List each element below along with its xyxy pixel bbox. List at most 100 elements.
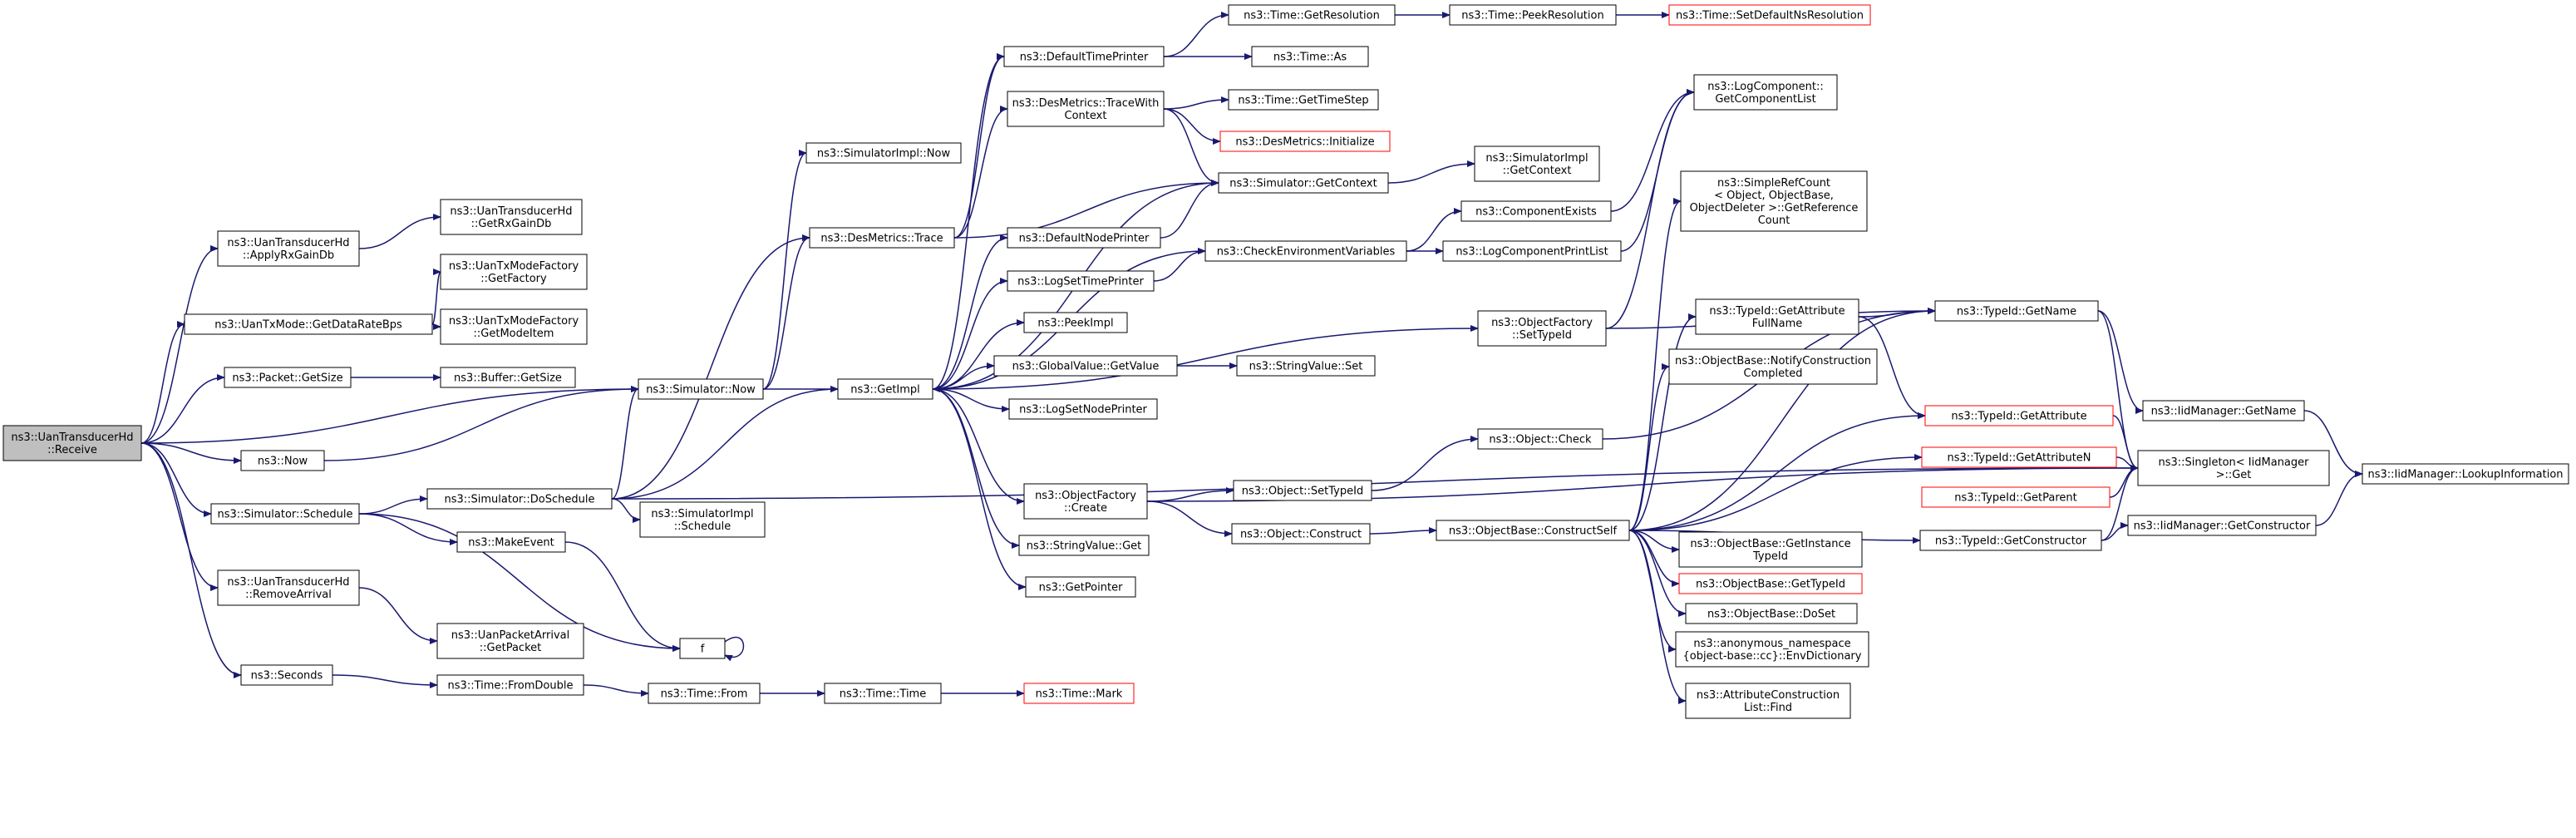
graph-node[interactable]: ns3::DesMetrics::Trace <box>809 227 955 249</box>
graph-node[interactable]: ns3::SimulatorImpl::GetContext <box>1474 145 1600 182</box>
graph-node[interactable]: ns3::ObjectBase::DoSet <box>1685 603 1858 624</box>
graph-node[interactable]: ns3::LogComponent::GetComponentList <box>1693 74 1838 111</box>
graph-node[interactable]: ns3::TypeId::GetAttributeN <box>1921 446 2117 468</box>
graph-node[interactable]: ns3::Time::PeekResolution <box>1449 4 1617 26</box>
node-label: ns3::ObjectFactory <box>1491 317 1593 329</box>
graph-node[interactable]: ns3::Packet::GetSize <box>224 367 352 388</box>
graph-node[interactable]: ns3::UanTransducerHd::Receive <box>2 425 142 461</box>
node-label: ns3::Simulator::GetContext <box>1229 178 1377 190</box>
graph-node[interactable]: ns3::ComponentExists <box>1460 200 1612 222</box>
graph-node[interactable]: ns3::TypeId::GetName <box>1934 300 2099 322</box>
graph-node[interactable]: ns3::ObjectBase::NotifyConstructionCompl… <box>1668 348 1878 385</box>
node-box <box>1934 300 2099 322</box>
graph-node[interactable]: ns3::LogSetTimePrinter <box>1007 270 1155 292</box>
graph-node[interactable]: f <box>679 638 726 659</box>
graph-node[interactable]: ns3::Now <box>240 450 325 471</box>
node-label: ::Schedule <box>674 520 731 533</box>
node-box <box>809 227 955 249</box>
graph-node[interactable]: ns3::Simulator::Schedule <box>210 503 360 525</box>
edge-n28-n24 <box>1153 248 1206 282</box>
graph-node[interactable]: ns3::StringValue::Get <box>1018 535 1150 556</box>
graph-node[interactable]: ns3::Simulator::GetContext <box>1218 172 1389 194</box>
graph-node[interactable]: ns3::TypeId::GetConstructor <box>1919 530 2102 551</box>
edge-n42-n60 <box>611 465 2139 500</box>
edge-n61-n60 <box>2109 465 2139 498</box>
graph-node[interactable]: ns3::Singleton< IidManager>::Get <box>2137 450 2330 486</box>
graph-node[interactable]: ns3::Time::Mark <box>1023 683 1135 704</box>
graph-node[interactable]: ns3::Time::SetDefaultNsResolution <box>1668 4 1871 26</box>
graph-node[interactable]: ns3::MakeEvent <box>456 531 566 553</box>
graph-node[interactable]: ns3::Buffer::GetSize <box>440 367 576 388</box>
graph-node[interactable]: ns3::ObjectFactory::Create <box>1023 483 1148 520</box>
graph-node[interactable]: ns3::ObjectBase::ConstructSelf <box>1436 520 1630 541</box>
graph-node[interactable]: ns3::Simulator::DoSchedule <box>426 488 613 510</box>
graph-node[interactable]: ns3::UanTransducerHd::ApplyRxGainDb <box>217 230 360 267</box>
node-label: f <box>701 643 705 656</box>
graph-node[interactable]: ns3::UanTxModeFactory::GetFactory <box>440 254 588 290</box>
graph-node[interactable]: ns3::UanTransducerHd::GetRxGainDb <box>440 199 583 235</box>
node-label: ns3::StringValue::Get <box>1027 540 1141 553</box>
graph-node[interactable]: ns3::PeekImpl <box>1023 312 1128 333</box>
graph-node[interactable]: ns3::IidManager::LookupInformation <box>2362 463 2569 485</box>
graph-node[interactable]: ns3::SimpleRefCount< Object, ObjectBase,… <box>1680 170 1868 232</box>
edge-n22-n39 <box>932 388 1020 549</box>
graph-node[interactable]: ns3::ObjectFactory::SetTypeId <box>1477 310 1607 347</box>
graph-node[interactable]: ns3::UanPacketArrival::GetPacket <box>436 623 584 659</box>
graph-node[interactable]: ns3::Time::GetTimeStep <box>1228 89 1379 111</box>
graph-node[interactable]: ns3::SimulatorImpl::Schedule <box>639 501 766 538</box>
graph-node[interactable]: ns3::DefaultTimePrinter <box>1003 46 1165 67</box>
graph-node[interactable]: ns3::TypeId::GetAttribute <box>1924 405 2114 426</box>
node-label: ns3::UanTxModeFactory <box>449 315 579 328</box>
graph-node[interactable]: ns3::Time::GetResolution <box>1228 4 1396 26</box>
graph-node[interactable]: ns3::Time::Time <box>824 683 942 704</box>
graph-node[interactable]: ns3::Simulator::Now <box>638 378 764 400</box>
graph-node[interactable]: ns3::UanTxMode::GetDataRateBps <box>184 313 433 335</box>
graph-node[interactable]: ns3::Time::From <box>648 683 761 704</box>
graph-node[interactable]: ns3::DefaultNodePrinter <box>1007 227 1161 249</box>
node-box <box>2137 450 2330 486</box>
graph-node[interactable]: ns3::UanTxModeFactory::GetModeItem <box>440 308 588 345</box>
graph-node[interactable]: ns3::LogComponentPrintList <box>1442 240 1622 262</box>
node-label: ::GetModeItem <box>474 328 554 340</box>
node-label: ns3::ObjectBase::DoSet <box>1707 609 1835 621</box>
node-box <box>1680 170 1868 232</box>
node-box <box>440 308 588 345</box>
node-label: Context <box>1065 110 1107 122</box>
edge-n0-n41 <box>140 442 212 517</box>
graph-node[interactable]: ns3::IidManager::GetConstructor <box>2127 515 2317 536</box>
graph-node[interactable]: ns3::Object::Check <box>1477 428 1603 450</box>
node-box <box>1251 46 1369 67</box>
graph-node[interactable]: ns3::Seconds <box>240 664 333 686</box>
graph-node[interactable]: ns3::LogSetNodePrinter <box>1008 398 1158 420</box>
graph-node[interactable]: ns3::TypeId::GetParent <box>1921 486 2111 508</box>
graph-node[interactable]: ns3::Time::As <box>1251 46 1369 67</box>
graph-node[interactable]: ns3::UanTransducerHd::RemoveArrival <box>217 569 360 606</box>
node-box <box>1023 312 1128 333</box>
graph-node[interactable]: ns3::GetPointer <box>1025 576 1136 598</box>
graph-node[interactable]: ns3::GlobalValue::GetValue <box>993 355 1178 377</box>
node-label: ns3::DesMetrics::TraceWith <box>1012 97 1160 110</box>
node-box <box>440 367 576 388</box>
graph-node[interactable]: ns3::SimulatorImpl::Now <box>805 142 962 164</box>
graph-node[interactable]: ns3::StringValue::Set <box>1236 355 1376 377</box>
edge-n22-n33 <box>932 325 1479 390</box>
graph-node[interactable]: ns3::Object::Construct <box>1231 523 1371 545</box>
edge-n0-n6 <box>140 374 225 444</box>
graph-node[interactable]: ns3::anonymous_namespace{object-base::cc… <box>1675 631 1869 668</box>
graph-node[interactable]: ns3::ObjectBase::GetTypeId <box>1678 573 1863 594</box>
graph-node[interactable]: ns3::CheckEnvironmentVariables <box>1204 240 1407 262</box>
graph-node[interactable]: ns3::IidManager::GetName <box>2142 400 2305 421</box>
graph-node[interactable]: ns3::Time::FromDouble <box>436 674 584 696</box>
node-box <box>638 378 764 400</box>
node-label: Count <box>1758 214 1790 227</box>
graph-node[interactable]: ns3::Object::SetTypeId <box>1233 480 1372 501</box>
graph-node[interactable]: ns3::GetImpl <box>837 378 933 400</box>
graph-node[interactable]: ns3::DesMetrics::Initialize <box>1219 131 1391 152</box>
node-box <box>217 230 360 267</box>
edge-n1-n2 <box>358 214 441 249</box>
node-box <box>1003 46 1165 67</box>
